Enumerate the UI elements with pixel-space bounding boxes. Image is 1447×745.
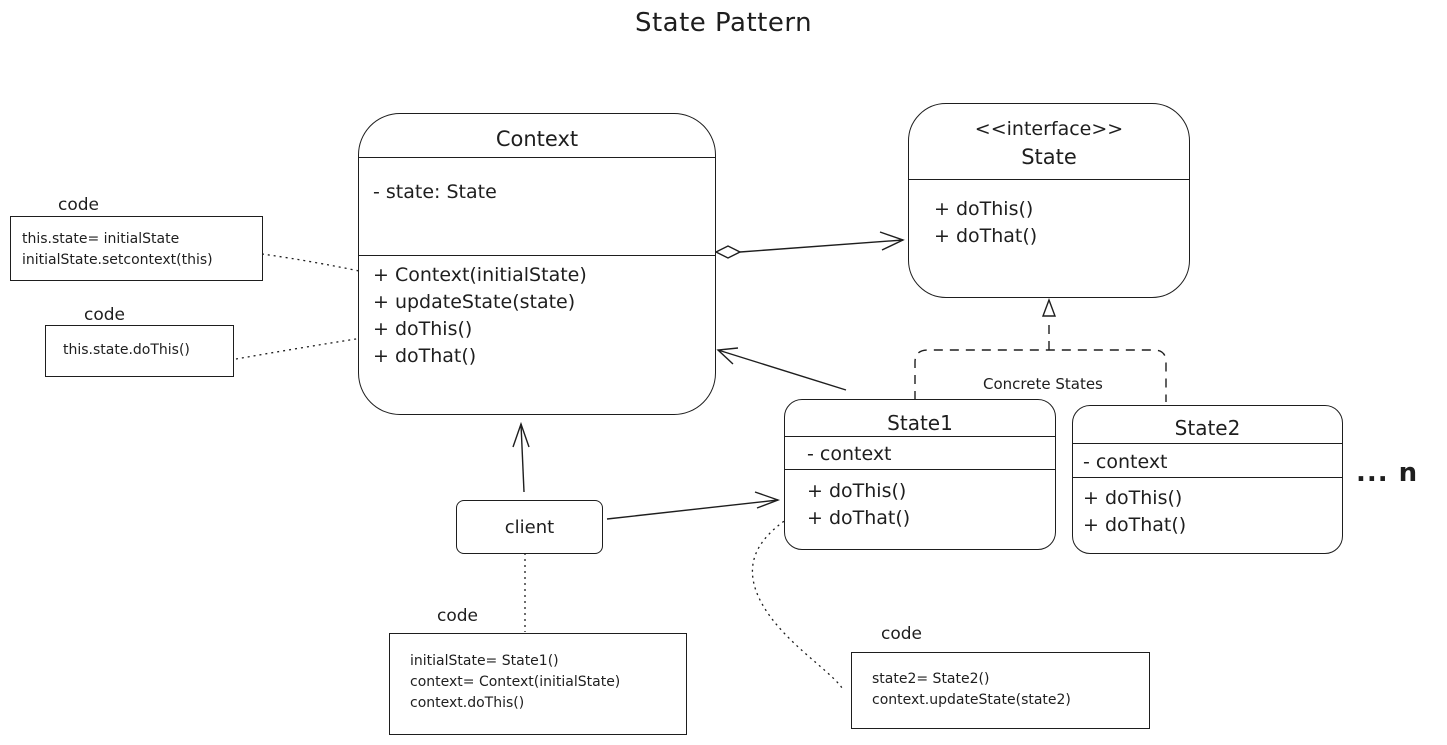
note1-label: code <box>58 195 99 215</box>
note2-box: this.state.doThis() <box>45 325 234 377</box>
state1-class[interactable]: State1 - context + doThis() + doThat() <box>784 399 1056 550</box>
state2-class-name: State2 <box>1174 416 1241 440</box>
state-interface-separator <box>909 179 1189 180</box>
note3-line: initialState= State1() <box>410 653 559 669</box>
aggregation-connector <box>714 231 905 259</box>
context-method-update-state: + updateState(state) <box>373 291 576 313</box>
aggregation-diamond <box>714 245 742 259</box>
state1-class-name: State1 <box>887 411 953 435</box>
context-attr-separator <box>359 255 715 256</box>
state1-context-line <box>717 349 847 391</box>
context-name-separator <box>359 157 715 158</box>
state1-attribute: - context <box>807 443 892 465</box>
context-class-name: Context <box>495 127 579 151</box>
state2-method-do-that: + doThat() <box>1083 514 1187 536</box>
client-context-line <box>520 423 525 493</box>
context-class[interactable]: Context - state: State + Context(initial… <box>358 113 716 415</box>
note3-line: context.doThis() <box>410 695 525 711</box>
concrete-states-label: Concrete States <box>983 375 1103 393</box>
state1-to-context-connector <box>716 347 847 391</box>
state2-name-separator <box>1073 443 1342 444</box>
client-to-context-connector <box>512 421 530 493</box>
state2-attr-separator <box>1073 477 1342 478</box>
note3-box: initialState= State1() context= Context(… <box>389 633 687 735</box>
context-method-do-that: + doThat() <box>373 345 477 367</box>
aggregation-arrowhead <box>879 231 905 251</box>
note4-line: context.updateState(state2) <box>872 692 1071 708</box>
context-method-do-this: + doThis() <box>373 318 473 340</box>
note4-line: state2= State2() <box>872 671 990 687</box>
context-attribute: - state: State <box>373 181 497 203</box>
client-to-state1-connector <box>606 491 781 520</box>
note1-connector <box>261 253 393 279</box>
more-states-label: ... n <box>1356 458 1419 488</box>
note1-line: this.state= initialState <box>22 231 180 247</box>
diagram-title: State Pattern <box>634 8 813 38</box>
context-method-constructor: + Context(initialState) <box>373 264 587 286</box>
realization-connector <box>914 298 1167 402</box>
state1-attr-separator <box>785 469 1055 470</box>
client-state1-line <box>606 499 779 520</box>
state1-method-do-that: + doThat() <box>807 507 911 529</box>
state1-name-separator <box>785 436 1055 437</box>
note4-box: state2= State2() context.updateState(sta… <box>851 652 1150 729</box>
state1-context-arrowhead <box>716 347 739 365</box>
note4-label: code <box>881 624 922 644</box>
state-interface-stereotype: <<interface>> <box>974 118 1124 140</box>
state1-method-do-this: + doThis() <box>807 480 907 502</box>
state-interface-method-do-this: + doThis() <box>934 198 1034 220</box>
state-interface-method-do-that: + doThat() <box>934 225 1038 247</box>
state-interface[interactable]: <<interface>> State + doThis() + doThat(… <box>908 103 1190 298</box>
note3-label: code <box>437 606 478 626</box>
state2-class[interactable]: State2 - context + doThis() + doThat() <box>1072 405 1343 554</box>
client-label: client <box>504 516 555 538</box>
note2-label: code <box>84 305 125 325</box>
state2-attribute: - context <box>1083 451 1168 473</box>
note4-connector <box>751 502 843 689</box>
note2-line: this.state.doThis() <box>63 342 190 358</box>
aggregation-line <box>739 239 904 253</box>
realization-triangle <box>1041 298 1057 317</box>
note1-line: initialState.setcontext(this) <box>22 252 213 268</box>
note3-line: context= Context(initialState) <box>410 674 621 690</box>
state2-method-do-this: + doThis() <box>1083 487 1183 509</box>
client-node[interactable]: client <box>456 500 603 554</box>
client-context-arrowhead <box>512 421 530 448</box>
note1-box: this.state= initialState initialState.se… <box>10 216 263 281</box>
client-state1-arrowhead <box>754 491 781 509</box>
state-interface-name: State <box>1021 145 1077 169</box>
